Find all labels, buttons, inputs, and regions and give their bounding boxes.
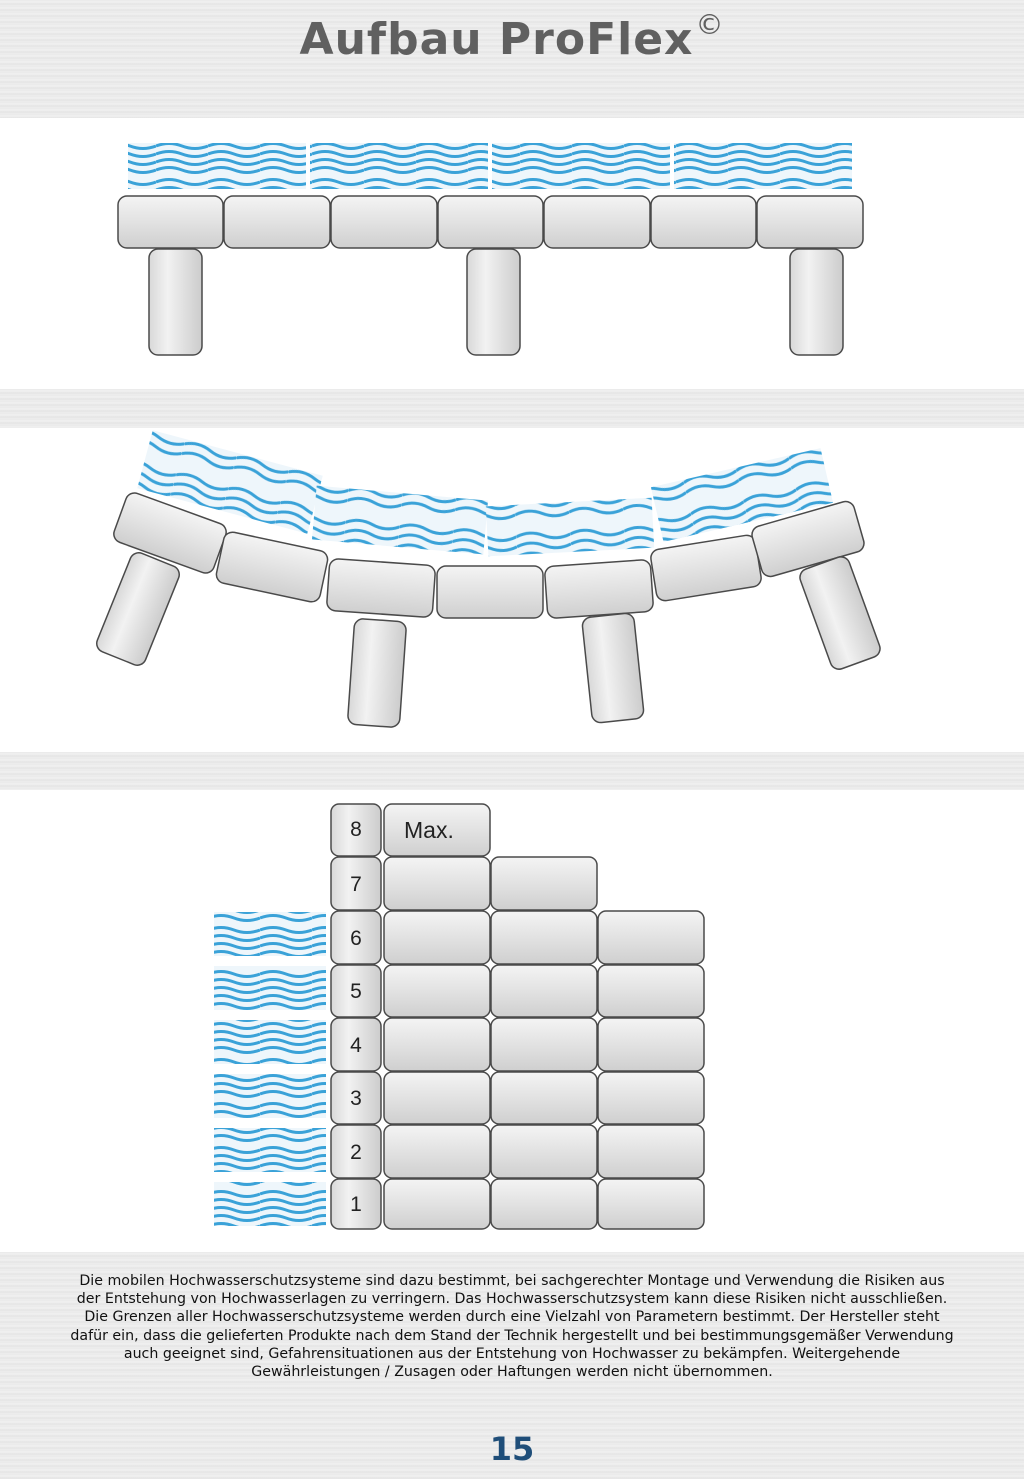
disclaimer-line: Gewährleistungen / Zusagen oder Haftunge… <box>251 1364 773 1381</box>
separator-band-2 <box>0 752 1024 790</box>
level-block <box>330 1071 382 1125</box>
support-post <box>799 556 881 670</box>
disclaimer-line: Die mobilen Hochwasserschutzsysteme sind… <box>79 1273 945 1289</box>
stacked-beam <box>597 1178 705 1230</box>
stacked-beam <box>383 803 491 857</box>
level-block <box>330 803 382 857</box>
diagram-stacked-wall <box>214 803 705 1230</box>
water-panel <box>674 143 852 189</box>
beam-block <box>117 195 224 249</box>
page-number: 15 <box>489 1430 535 1468</box>
beam-block <box>330 195 438 249</box>
stacked-beam <box>490 910 598 965</box>
level-number-1: 1 <box>350 1193 362 1216</box>
water-panel <box>310 143 488 189</box>
level-number-7: 7 <box>350 873 362 896</box>
level-block <box>330 1178 382 1230</box>
level-number-4: 4 <box>350 1034 362 1057</box>
water-panel <box>214 1074 326 1118</box>
page-title: Aufbau ProFlex© <box>299 8 725 65</box>
stacked-beam <box>383 964 491 1018</box>
beam-block <box>543 195 651 249</box>
beam-block <box>437 195 544 249</box>
stacked-beam <box>597 910 705 965</box>
water-panels-straight <box>128 143 852 189</box>
stacked-beam <box>597 1124 705 1179</box>
copyright-symbol: © <box>695 8 725 41</box>
stacked-beam <box>383 1178 491 1230</box>
stacked-beam <box>597 1017 705 1072</box>
support-posts-curved <box>96 552 881 728</box>
stacked-beam <box>383 1017 491 1072</box>
support-post <box>96 552 180 666</box>
water-panel <box>214 1020 326 1064</box>
beam-block <box>544 559 654 619</box>
water-panel <box>128 143 306 189</box>
footer-band <box>0 1252 1024 1479</box>
stacked-beam <box>383 856 491 911</box>
support-post <box>347 618 407 728</box>
water-panel <box>650 448 834 542</box>
beam-block <box>756 195 864 249</box>
stacked-beam <box>383 1071 491 1125</box>
support-post <box>581 612 645 724</box>
level-number-6: 6 <box>350 927 362 950</box>
beam-block <box>650 534 762 602</box>
level-block <box>330 856 382 911</box>
separator-band-1 <box>0 389 1024 428</box>
water-panel <box>214 1128 326 1172</box>
level-block <box>330 1017 382 1072</box>
water-panel <box>214 912 326 956</box>
level-block <box>330 1124 382 1179</box>
disclaimer-line: dafür ein, dass die gelieferten Produkte… <box>70 1327 954 1344</box>
stacked-beam <box>490 1071 598 1125</box>
level-number-5: 5 <box>350 980 362 1003</box>
water-panel <box>214 966 326 1010</box>
disclaimer-line: Die Grenzen aller Hochwasserschutzsystem… <box>84 1309 940 1326</box>
support-posts-straight <box>148 248 844 356</box>
level-number-2: 2 <box>350 1141 362 1164</box>
diagram-curved-wall <box>96 430 881 728</box>
water-panel <box>485 497 655 557</box>
level-number-3: 3 <box>350 1087 362 1110</box>
stacked-beam <box>490 964 598 1018</box>
level-block <box>330 910 382 965</box>
stacked-beam <box>597 1071 705 1125</box>
stacked-beam <box>490 1178 598 1230</box>
stacked-beam <box>490 1017 598 1072</box>
water-panel <box>137 430 323 534</box>
beam-block <box>650 195 757 249</box>
stacked-beam <box>597 964 705 1018</box>
stacked-beam <box>383 910 491 965</box>
beam-block <box>326 558 436 618</box>
diagram-straight-wall <box>117 143 864 356</box>
disclaimer-text: Die mobilen Hochwasserschutzsysteme sind… <box>20 1272 1004 1381</box>
stacked-beams <box>383 803 705 1230</box>
beam-block <box>113 492 227 574</box>
level-column <box>330 803 382 1230</box>
disclaimer-line: auch geeignet sind, Gefahrensituationen … <box>123 1345 901 1362</box>
support-post <box>789 248 844 356</box>
water-panels-stacked <box>214 912 326 1226</box>
beam-row-curved <box>113 492 865 619</box>
water-panel <box>214 1182 326 1226</box>
level-block <box>330 964 382 1018</box>
header-band <box>0 0 1024 118</box>
support-post <box>148 248 203 356</box>
level-number-8: 8 <box>350 818 362 841</box>
beam-block <box>436 565 544 619</box>
support-post <box>466 248 521 356</box>
stacked-beam <box>383 1124 491 1179</box>
water-panels-curved <box>137 430 834 557</box>
beam-row-straight <box>117 195 864 249</box>
stacked-beam <box>490 856 598 911</box>
beam-block <box>223 195 331 249</box>
water-panel <box>492 143 670 189</box>
water-panel <box>311 485 489 555</box>
stacked-beam <box>490 1124 598 1179</box>
max-label: Max. <box>404 817 454 843</box>
beam-block <box>215 531 329 603</box>
disclaimer-line: der Entstehung von Hochwasserlagen zu ve… <box>76 1291 948 1308</box>
